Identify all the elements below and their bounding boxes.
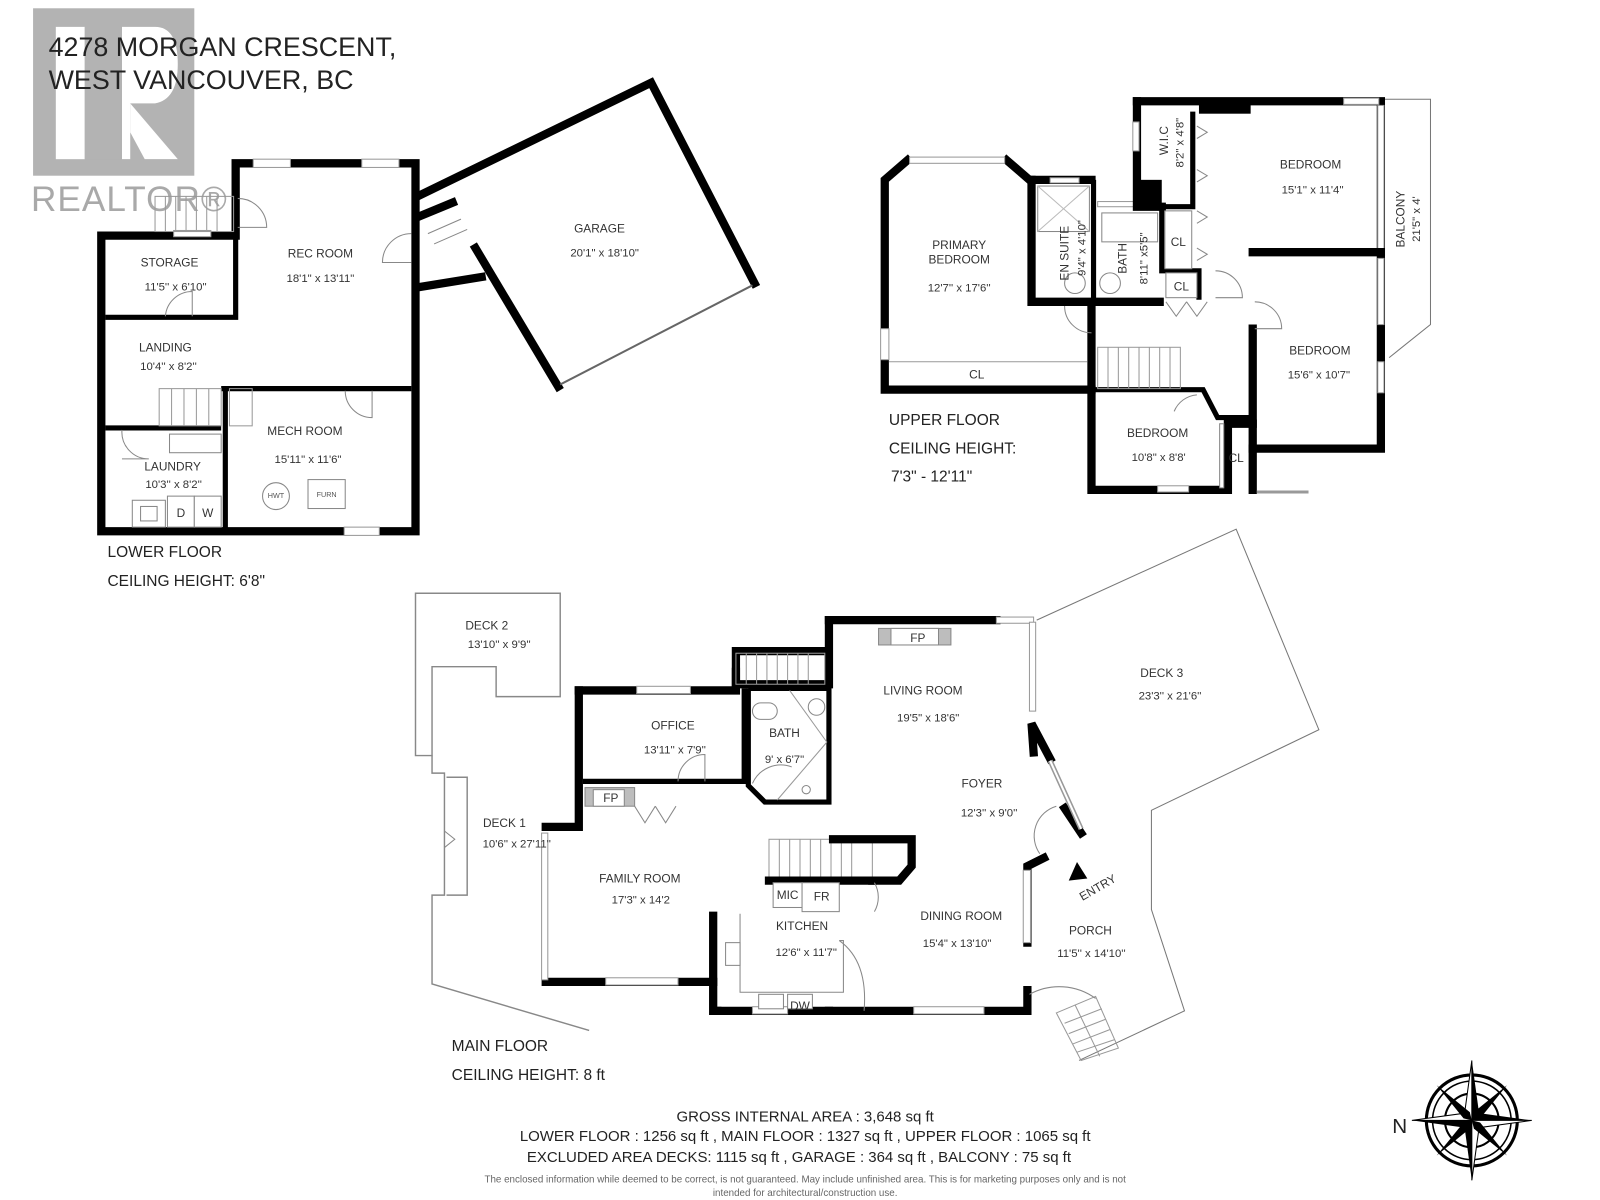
primary-bedroom-label-2: BEDROOM (928, 253, 989, 267)
main-bath-dim: 9' x 6'7" (765, 754, 804, 766)
living-room-label: LIVING ROOM (883, 684, 962, 698)
lower-floor-ceiling: CEILING HEIGHT: 6'8" (107, 573, 264, 590)
deck-1-label: DECK 1 (483, 816, 526, 830)
deck-3-label: DECK 3 (1140, 666, 1183, 680)
landing-dim: 10'4'' x 8'2'' (140, 361, 197, 373)
wardrobe-door-arrows (1196, 125, 1209, 261)
living-room-dim: 19'5" x 18'6" (897, 712, 959, 724)
laundry-label: LAUNDRY (144, 459, 201, 473)
closet-label-1: CL (1171, 235, 1187, 249)
mech-room-label: MECH ROOM (267, 424, 342, 438)
hwt-label: HWT (268, 491, 285, 500)
primary-bedroom-label-1: PRIMARY (932, 238, 986, 252)
foyer-dim: 12'3'' x 9'0'' (961, 808, 1018, 820)
address-line-2: WEST VANCOUVER, BC (49, 65, 354, 95)
closet-label-2: CL (1174, 279, 1190, 293)
main-floor-label: MAIN FLOOR (452, 1038, 548, 1055)
office-label: OFFICE (651, 719, 695, 733)
family-room-label: FAMILY ROOM (599, 872, 680, 886)
compass-icon (1411, 1060, 1532, 1181)
primary-bedroom-dim: 12'7'' x 17'6'' (928, 282, 991, 294)
upper-floor-plan: PRIMARY BEDROOM 12'7'' x 17'6'' EN SUITE… (880, 97, 1432, 495)
dishwasher-label: DW (790, 999, 811, 1013)
main-floor-plan: FP FP MIC FR (414, 528, 1320, 1084)
deck-1-dim: 10'6'' x 27'11'' (483, 839, 551, 851)
kitchen-dim: 12'6" x 11'7" (775, 947, 836, 959)
rec-room-label: REC ROOM (288, 246, 353, 260)
garage-dim: 20'1" x 18'10" (570, 247, 639, 259)
closet-label-3: CL (969, 367, 985, 381)
garage-label: GARAGE (574, 222, 625, 236)
lower-floor-plan: D W HWT FURN STORAGE 11'5'' x 6'10'' REC… (97, 77, 761, 590)
rec-room-dim: 18'1" x 13'11" (287, 273, 355, 285)
kitchen-label: KITCHEN (776, 919, 828, 933)
en-suite-label: EN SUITE (1058, 226, 1072, 281)
washer-label: W (202, 506, 214, 520)
deck-2-label: DECK 2 (465, 618, 508, 632)
storage-label: STORAGE (141, 256, 199, 270)
upper-floor-ceiling-value: 7'3" - 12'11" (891, 469, 972, 486)
bedroom-1-label: BEDROOM (1280, 157, 1341, 171)
deck-3-dim: 23'3'' x 21'6'' (1139, 691, 1202, 703)
realtor-logo: REALTOR® (31, 8, 228, 219)
excluded-areas: EXCLUDED AREA DECKS: 1115 sq ft , GARAGE… (527, 1149, 1072, 1166)
upper-bath-label: BATH (1116, 243, 1130, 274)
upper-bath-dim: 8'11" x5'5" (1138, 232, 1150, 284)
landing-label: LANDING (139, 340, 192, 354)
storage-dim: 11'5'' x 6'10'' (145, 281, 207, 293)
wic-label: W.I.C (1157, 126, 1171, 155)
north-label: N (1392, 1115, 1407, 1138)
gross-area: GROSS INTERNAL AREA : 3,648 sq ft (676, 1108, 934, 1125)
family-fireplace-label: FP (603, 791, 618, 805)
family-room-dim: 17'3" x 14'2 (612, 894, 670, 906)
dryer-label: D (177, 506, 186, 520)
porch-dim: 11'5'' x 14'10'' (1057, 948, 1125, 960)
microwave-label: MIC (777, 888, 799, 902)
realtor-wordmark: REALTOR® (31, 180, 228, 219)
laundry-dim: 10'3'' x 8'2'' (145, 479, 202, 491)
bedroom-3-label: BEDROOM (1127, 426, 1188, 440)
floor-areas: LOWER FLOOR : 1256 sq ft , MAIN FLOOR : … (520, 1128, 1092, 1145)
deck-2-dim: 13'10'' x 9'9'' (468, 639, 531, 651)
balcony-dim: 21'5" x 4' (1411, 196, 1423, 242)
fridge-label: FR (814, 889, 830, 903)
closet-label-4: CL (1229, 451, 1245, 465)
en-suite-dim: 9'4" x 4'10" (1076, 220, 1088, 276)
bedroom-1-dim: 15'1'' x 11'4'' (1282, 184, 1344, 196)
mech-room-dim: 15'11" x 11'6" (275, 454, 342, 466)
main-floor-ceiling: CEILING HEIGHT: 8 ft (452, 1067, 606, 1084)
bedroom-2-label: BEDROOM (1289, 344, 1350, 358)
bedroom-3-dim: 10'8" x 8'8' (1132, 452, 1186, 464)
disclaimer-line-2: intended for architectural/construction … (713, 1188, 898, 1199)
upper-floor-ceiling-label: CEILING HEIGHT: (889, 441, 1016, 458)
address-line-1: 4278 MORGAN CRESCENT, (49, 32, 397, 62)
dining-room-label: DINING ROOM (920, 909, 1002, 923)
dining-room-dim: 15'4" x 13'10" (923, 938, 992, 950)
deck-arrow-icon (444, 830, 456, 848)
porch-label: PORCH (1069, 923, 1112, 937)
foyer-label: FOYER (961, 777, 1002, 791)
upper-floor-label: UPPER FLOOR (889, 412, 1000, 429)
main-bath-label: BATH (769, 726, 800, 740)
entry-arrow-icon (1068, 862, 1088, 881)
bedroom-2-dim: 15'6" x 10'7" (1288, 369, 1350, 381)
office-dim: 13'11'' x 7'9'' (644, 744, 706, 756)
balcony-label: BALCONY (1394, 191, 1408, 248)
wic-dim: 8'2" x 4'8" (1174, 118, 1186, 168)
disclaimer-line-1: The enclosed information while deemed to… (485, 1174, 1127, 1185)
lower-floor-label: LOWER FLOOR (107, 544, 222, 561)
furnace-label: FURN (317, 490, 337, 499)
living-fireplace-label: FP (910, 631, 925, 645)
